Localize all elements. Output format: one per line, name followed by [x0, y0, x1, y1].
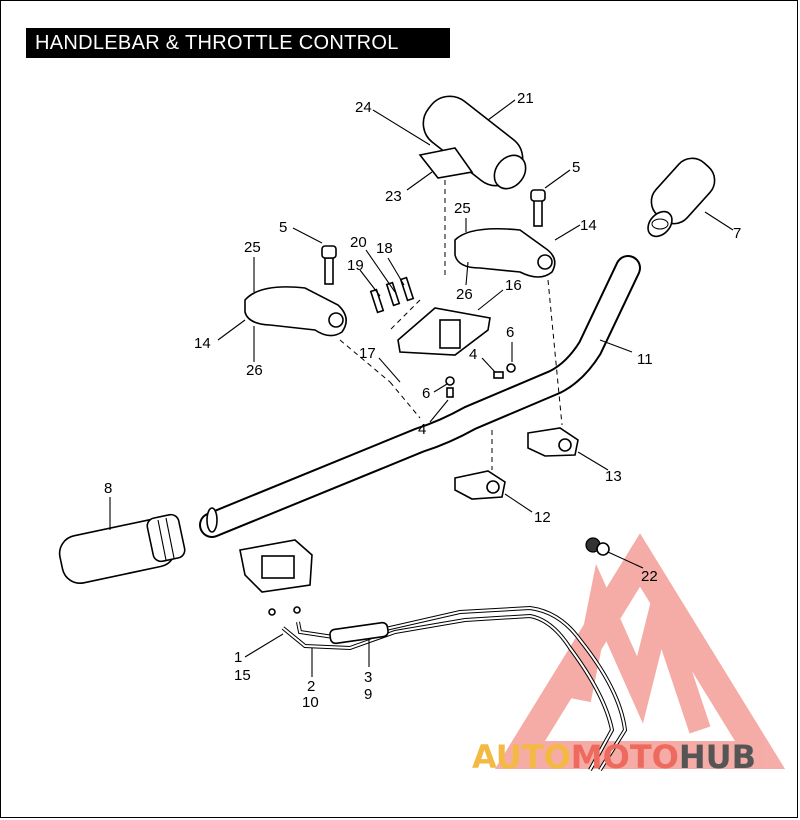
watermark-logo	[494, 533, 786, 769]
callout-9: 9	[364, 686, 372, 703]
riser-cover-part	[418, 95, 527, 190]
right-grip-part	[647, 157, 716, 238]
callout-15: 15	[234, 667, 251, 684]
callout-1: 1	[234, 649, 242, 666]
callout-14-right: 14	[580, 217, 597, 234]
callout-16: 16	[505, 277, 522, 294]
callout-labels: 24 21 23 5 5 7 25 25 14 14 20 18 19 26 2…	[104, 90, 741, 711]
callout-18: 18	[376, 240, 393, 257]
callout-5-right: 5	[572, 159, 580, 176]
callout-23: 23	[385, 188, 402, 205]
callout-5-left: 5	[279, 219, 287, 236]
callout-24: 24	[355, 99, 372, 116]
lower-clamp-left-part	[454, 470, 506, 500]
callout-7: 7	[733, 225, 741, 242]
callout-8: 8	[104, 480, 112, 497]
diagram-title: HANDLEBAR & THROTTLE CONTROL	[26, 28, 450, 58]
callout-19: 19	[347, 257, 364, 274]
callout-20: 20	[350, 234, 367, 251]
left-bolt-part	[321, 245, 337, 285]
right-bolt-part	[530, 189, 546, 227]
right-upper-clamp-part	[454, 227, 556, 278]
watermark-part-3: HUB	[679, 738, 756, 776]
callout-2: 2	[307, 678, 315, 695]
center-bracket-part	[369, 276, 491, 356]
leader-lines	[109, 99, 734, 677]
callout-26-left: 26	[246, 362, 263, 379]
left-upper-clamp-part	[244, 286, 347, 337]
callout-26-right: 26	[456, 286, 473, 303]
callout-21: 21	[517, 90, 534, 107]
watermark-text: AUTOMOTOHUB	[472, 738, 756, 776]
handlebar-part	[199, 255, 641, 538]
switch-housing-part	[239, 539, 313, 593]
callout-10: 10	[302, 694, 319, 711]
callout-12: 12	[534, 509, 551, 526]
washer-screw-parts	[445, 363, 516, 398]
lower-clamp-right-part	[527, 427, 579, 457]
callout-3: 3	[364, 669, 372, 686]
callout-4-left: 4	[418, 421, 426, 438]
watermark-part-1: AUTO	[472, 738, 571, 776]
callout-6-left: 6	[422, 385, 430, 402]
callout-22: 22	[641, 568, 658, 585]
svg-text:AUTOMOTOHUB: AUTOMOTOHUB	[472, 738, 756, 776]
left-grip-part	[58, 513, 186, 584]
cable-clip-part	[585, 537, 610, 556]
callout-17: 17	[359, 345, 376, 362]
throttle-cables-part	[268, 605, 628, 772]
callout-25-right: 25	[454, 200, 471, 217]
callout-11: 11	[637, 351, 653, 368]
callout-25-left: 25	[244, 239, 261, 256]
watermark-part-2: MOTO	[571, 738, 679, 776]
callout-6-right: 6	[506, 324, 514, 341]
callout-4-right: 4	[469, 346, 477, 363]
callout-14-left: 14	[194, 335, 211, 352]
callout-13: 13	[605, 468, 622, 485]
assembly-guides	[339, 180, 563, 470]
